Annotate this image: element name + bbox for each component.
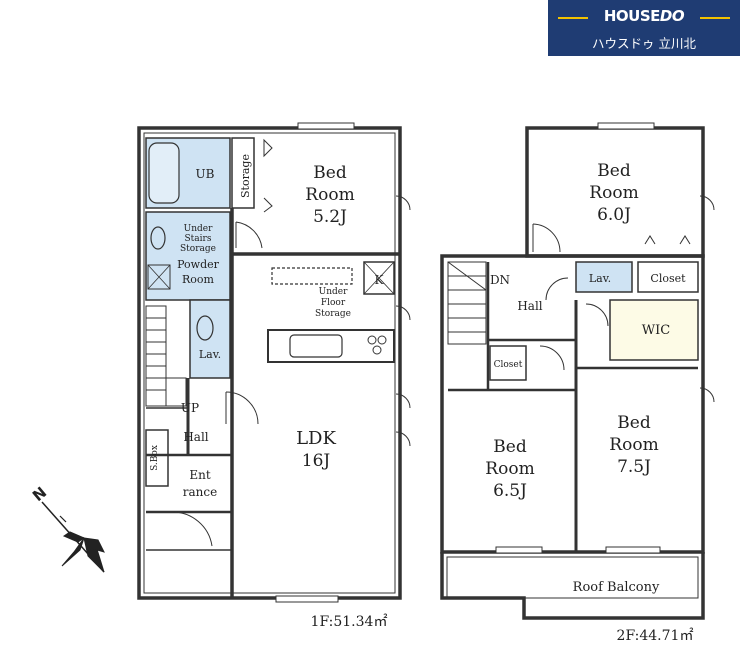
storage-label: Storage — [239, 154, 252, 198]
powder-room-label-2: Room — [182, 273, 215, 286]
powder-room-label-1: Powder — [177, 258, 220, 271]
f1-bedroom-size: 5.2J — [313, 207, 347, 227]
compass-north-label: N — [29, 483, 50, 505]
ldk-size: 16J — [302, 451, 331, 471]
brand-branch: ハウスドゥ 立川北 — [592, 36, 696, 51]
f2-bedroom-a-label-1: Bed — [597, 161, 631, 181]
underfloor-label-3: Storage — [315, 309, 351, 319]
closet-small — [489, 345, 527, 381]
brand-logo: HOUSEDO ハウスドゥ 立川北 — [548, 0, 740, 56]
floor-2-area: 2F:44.71㎡ — [617, 628, 694, 644]
brand-name: HOUSEDO — [603, 7, 685, 25]
stairs-down-label: DN — [490, 273, 510, 287]
floor-2-labels: Bed Room 6.0J DN Hall Lav. Closet WIC Cl… — [485, 161, 693, 644]
under-stairs-label-1: Under — [184, 224, 213, 234]
stairs-up-label: UP — [181, 401, 199, 415]
f2-bedroom-b-label-2: Room — [485, 459, 534, 479]
wic-label: WIC — [642, 323, 670, 338]
entrance-label-1: Ent — [189, 468, 210, 482]
f2-small-closet-label: Closet — [494, 360, 523, 370]
f2-outer-wall — [440, 254, 705, 554]
f2-bedroom-c-size: 7.5J — [617, 457, 651, 477]
roof-balcony-wall — [440, 552, 705, 620]
roof-balcony-label: Roof Balcony — [573, 580, 660, 595]
f2-bedroom-a-size: 6.0J — [597, 205, 631, 225]
lavatory-label: Lav. — [199, 348, 221, 361]
lav-2f — [575, 261, 633, 293]
f1-bedroom-label-2: Room — [305, 185, 354, 205]
f2-stairs — [447, 261, 487, 345]
f1-bedroom-label-1: Bed — [313, 163, 347, 183]
f2-bedroom-c-label-1: Bed — [617, 413, 651, 433]
f1-hall-label: Hall — [183, 430, 208, 444]
kitchen-k-label: K — [375, 273, 385, 287]
under-stairs-label-3: Storage — [180, 244, 216, 254]
floor-1-labels: Bed Room 5.2J UB Storage Under Stairs St… — [150, 154, 387, 630]
shoe-box-label: S.Box — [150, 445, 160, 471]
walk-in-closet — [609, 299, 699, 361]
floor-1-plan — [137, 122, 411, 603]
under-stairs-label-2: Stairs — [185, 234, 212, 244]
shoe-box — [145, 429, 169, 487]
closet-2f — [637, 261, 699, 293]
floor-2-plan — [440, 122, 715, 620]
f2-lav-label: Lav. — [589, 272, 611, 285]
north-compass-icon: N — [29, 483, 105, 573]
lavatory — [189, 299, 231, 379]
storage-closet — [231, 137, 255, 209]
f2-hall-label: Hall — [517, 299, 542, 313]
underfloor-label-1: Under — [319, 287, 348, 297]
f2-bedroom-a-label-2: Room — [589, 183, 638, 203]
f2-closet-label: Closet — [650, 272, 686, 285]
floor-1-area: 1F:51.34㎡ — [311, 614, 388, 630]
unit-bath-label: UB — [196, 167, 215, 181]
f2-bedroom-b-size: 6.5J — [493, 481, 527, 501]
f2-bedroom-b-label-1: Bed — [493, 437, 527, 457]
powder-room — [145, 211, 231, 301]
underfloor-label-2: Floor — [321, 298, 346, 308]
f1-stairs — [145, 305, 187, 407]
ldk-label: LDK — [296, 428, 336, 449]
entrance-label-2: rance — [183, 485, 217, 499]
f2-bedroom-c-label-2: Room — [609, 435, 658, 455]
f1-outer-wall — [137, 126, 402, 600]
